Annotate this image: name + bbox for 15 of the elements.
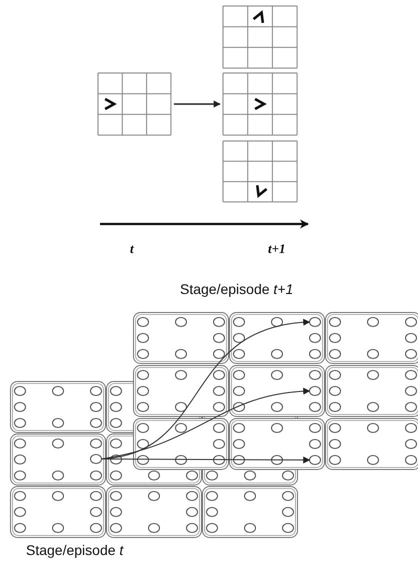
time-label: t+1 — [268, 241, 286, 257]
circle — [309, 386, 321, 396]
time-label: t — [130, 241, 134, 257]
circle — [90, 454, 102, 464]
grid — [222, 140, 298, 202]
arrow — [101, 388, 310, 460]
grid — [222, 6, 298, 69]
grid — [222, 72, 298, 136]
arrow — [174, 100, 221, 108]
circle — [309, 317, 321, 327]
stage-label: Stage/episode t — [26, 542, 124, 558]
grid — [98, 72, 172, 136]
arrow — [101, 456, 310, 464]
circle — [309, 455, 321, 465]
stage-label: Stage/episode t+1 — [180, 281, 294, 297]
